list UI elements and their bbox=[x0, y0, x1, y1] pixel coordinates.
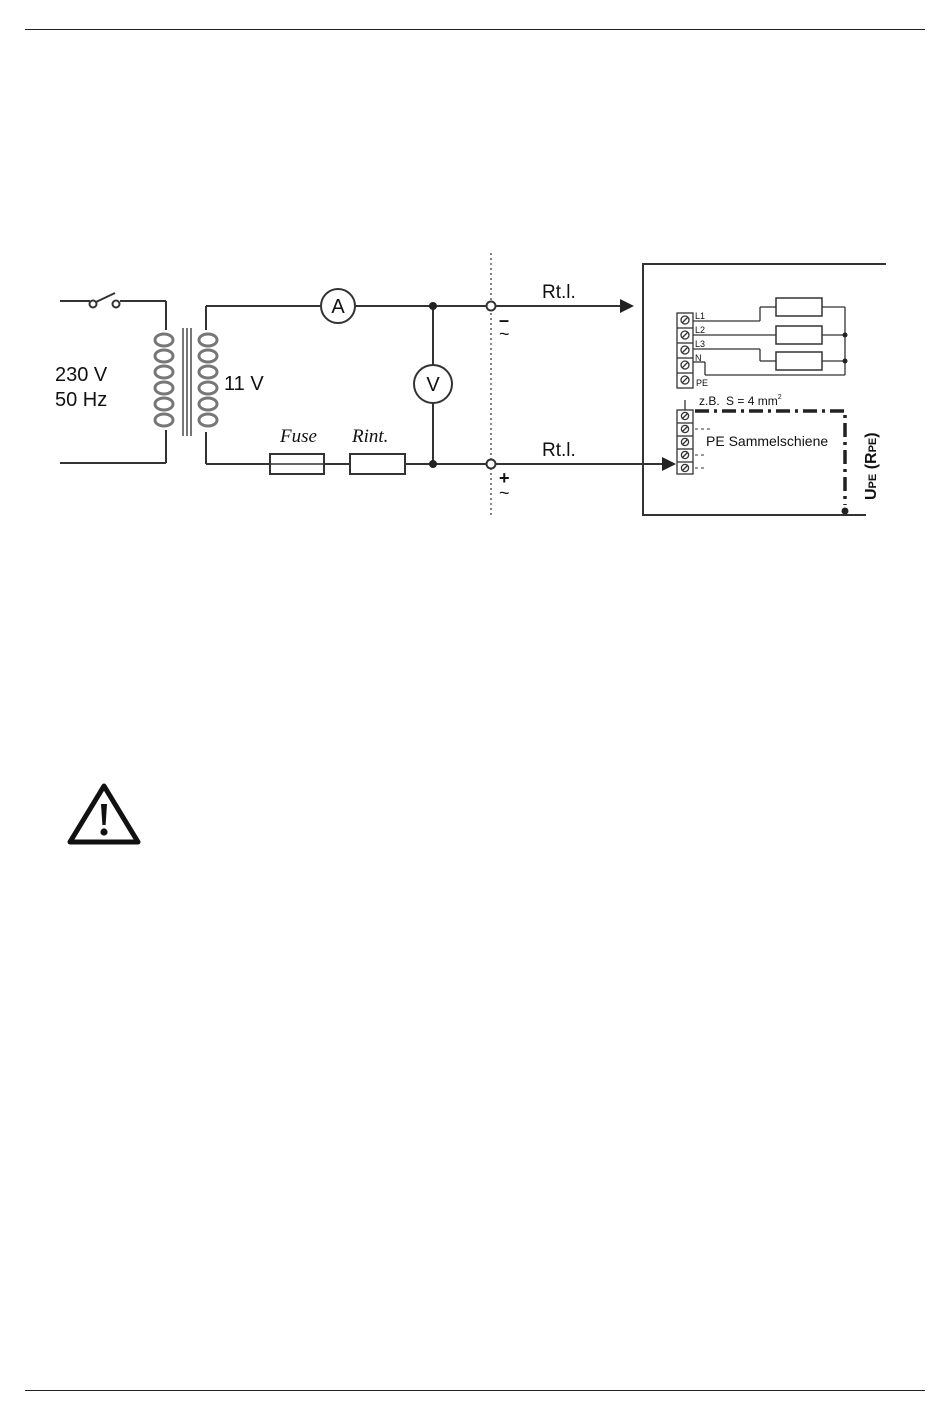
terminal-minus-socket bbox=[487, 302, 496, 311]
test-lead-label-bottom: Rt.l. bbox=[542, 440, 576, 461]
arrow-head-bottom bbox=[662, 457, 676, 471]
arrow-head-top bbox=[620, 299, 634, 313]
terminal-l3-label: L3 bbox=[695, 339, 705, 349]
fuse-label: Fuse bbox=[279, 426, 317, 447]
device-enclosure bbox=[643, 264, 886, 515]
load-resistors bbox=[776, 298, 822, 370]
upe-rpe-label: UPE (RPE) bbox=[863, 432, 880, 500]
test-lead-label-top: Rt.l. bbox=[542, 282, 576, 303]
warning-triangle-icon bbox=[66, 780, 142, 846]
terminal-l2-label: L2 bbox=[695, 325, 705, 335]
pe-busbar-block bbox=[677, 400, 693, 474]
measurement-path bbox=[695, 411, 845, 505]
terminal-plus-tilde: ~ bbox=[499, 483, 510, 503]
test-circuit-diagram: 230 V 50 Hz 11 V bbox=[0, 0, 950, 560]
secondary-voltage-label: 11 V bbox=[224, 373, 264, 395]
rint-symbol bbox=[350, 454, 405, 474]
terminal-minus-tilde: ~ bbox=[499, 324, 510, 344]
busbar-label: PE Sammelschiene bbox=[706, 433, 828, 449]
ammeter-icon: A bbox=[321, 289, 355, 323]
terminal-l1-label: L1 bbox=[695, 311, 705, 321]
supply-frequency-label: 50 Hz bbox=[55, 389, 107, 411]
cross-section-label: z.B. S = 4 mm2 bbox=[699, 394, 782, 408]
voltmeter-symbol: V bbox=[426, 374, 440, 396]
rint-label: Rint. bbox=[351, 426, 388, 447]
bottom-rule bbox=[25, 1390, 925, 1391]
ammeter-symbol: A bbox=[331, 296, 345, 318]
terminal-block bbox=[677, 313, 693, 388]
transformer-icon bbox=[155, 328, 217, 436]
voltmeter-icon: V bbox=[414, 365, 452, 403]
measurement-point-dot bbox=[842, 508, 849, 515]
supply-voltage-label: 230 V bbox=[55, 364, 108, 386]
terminal-plus-socket bbox=[487, 460, 496, 469]
terminal-pe-label: PE bbox=[696, 378, 708, 388]
